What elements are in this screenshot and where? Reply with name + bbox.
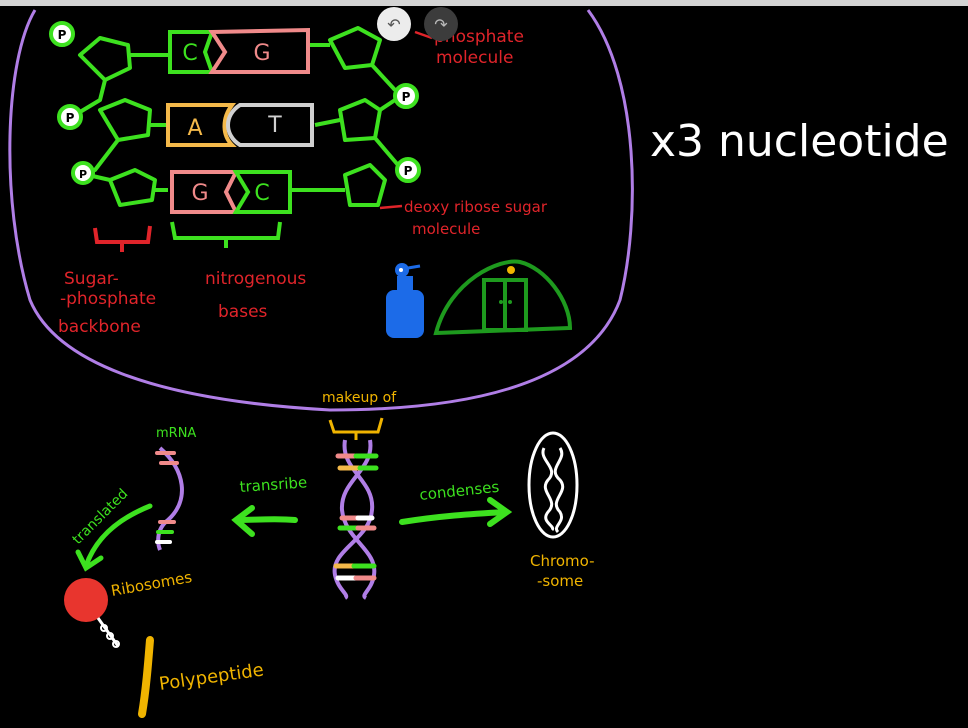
phosphate-label-line2: molecule bbox=[436, 48, 513, 68]
phosphate-groups: P P P P P bbox=[49, 21, 421, 185]
bases-label: nitrogenous bbox=[205, 269, 306, 289]
dna-helix bbox=[332, 439, 379, 600]
translated-arrow bbox=[75, 503, 153, 572]
base-thymine: T bbox=[267, 113, 282, 138]
condenses-arrow bbox=[399, 497, 513, 527]
bases-label-line2: bases bbox=[218, 302, 268, 322]
redo-icon: ↷ bbox=[434, 14, 448, 34]
phosphate-circle: P bbox=[49, 21, 75, 47]
base-pair: G C bbox=[170, 170, 292, 214]
phosphate-label: phosphate bbox=[434, 27, 524, 47]
backbone-label-line2: -phosphate bbox=[60, 289, 156, 309]
phosphate-circle: P bbox=[393, 83, 419, 109]
polypeptide-label: Polypeptide bbox=[158, 659, 265, 694]
base-adenine: A bbox=[187, 116, 202, 141]
mrna-label: mRNA bbox=[156, 426, 196, 441]
base-cytosine: C bbox=[182, 41, 197, 66]
phosphate-circle: P bbox=[57, 104, 83, 130]
svg-text:P: P bbox=[404, 164, 413, 178]
deoxyribose-label: deoxy ribose sugar bbox=[404, 198, 548, 216]
greenhouse-icon bbox=[433, 259, 573, 336]
chromosome-icon bbox=[527, 431, 579, 539]
svg-text:P: P bbox=[402, 90, 411, 104]
undo-button[interactable]: ↶ bbox=[377, 7, 411, 41]
svg-text:P: P bbox=[58, 28, 67, 42]
makeup-of-label: makeup of bbox=[322, 390, 397, 406]
bases-bracket bbox=[170, 221, 282, 248]
chromosome-label-line2: -some bbox=[537, 572, 583, 590]
top-toolbar-strip bbox=[0, 0, 968, 6]
transcribe-label: transribe bbox=[239, 473, 308, 496]
undo-icon: ↶ bbox=[387, 14, 401, 34]
svg-text:P: P bbox=[66, 111, 75, 125]
dna-panel-outline bbox=[8, 9, 634, 412]
redo-button[interactable]: ↷ bbox=[424, 7, 458, 41]
ribosomes-label: Ribosomes bbox=[110, 568, 194, 600]
base-pair: C G bbox=[168, 27, 310, 74]
deoxyribose-pointer bbox=[379, 204, 403, 210]
bottle-icon bbox=[386, 263, 424, 338]
transcribe-arrow bbox=[231, 505, 298, 537]
chromosome-label: Chromo- bbox=[530, 552, 594, 570]
backbone-bracket bbox=[93, 225, 152, 252]
mrna-strand bbox=[155, 446, 184, 551]
base-guanine: G bbox=[253, 41, 270, 66]
phosphate-circle: P bbox=[71, 161, 95, 185]
ribosome-icon bbox=[64, 578, 120, 648]
multiplier-note: x3 nucleotide bbox=[650, 116, 949, 167]
deoxyribose-label-line2: molecule bbox=[412, 220, 480, 238]
svg-text:P: P bbox=[79, 168, 87, 181]
backbone-label: Sugar- bbox=[64, 269, 119, 289]
base-cytosine: C bbox=[254, 181, 269, 206]
backbone-label-line3: backbone bbox=[58, 317, 141, 337]
base-guanine: G bbox=[191, 181, 208, 206]
right-backbone bbox=[290, 26, 400, 207]
polypeptide-chain bbox=[138, 636, 154, 718]
phosphate-circle: P bbox=[395, 157, 421, 183]
makeup-bracket bbox=[328, 417, 384, 440]
base-pair: A T bbox=[166, 103, 314, 147]
